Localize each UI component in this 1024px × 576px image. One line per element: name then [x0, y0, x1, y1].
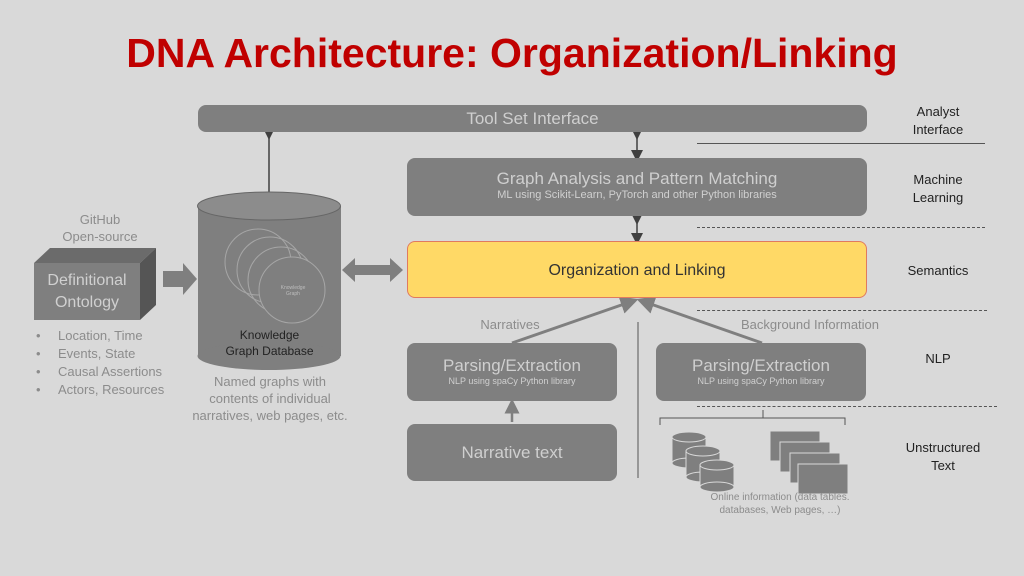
ontology-bullet: Location, Time: [36, 327, 164, 345]
web-page-icons: [769, 430, 849, 495]
layer-separator: [697, 406, 997, 407]
ontology-label: Definitional Ontology: [47, 272, 127, 311]
parsing-right-title: Parsing/Extraction: [692, 356, 830, 375]
parsing-right-arrow: [636, 296, 763, 345]
parsing-left-arrow: [511, 296, 639, 345]
ontology-cube: [34, 248, 156, 320]
layer-separator: [697, 310, 987, 311]
organization-linking-box[interactable]: Organization and Linking: [407, 241, 867, 298]
parsing-right-box[interactable]: Parsing/Extraction NLP using spaCy Pytho…: [656, 343, 866, 401]
graph-analysis-title: Graph Analysis and Pattern Matching: [496, 169, 778, 188]
graph-analysis-sub: ML using Scikit-Learn, PyTorch and other…: [497, 189, 777, 201]
graph-analysis-box[interactable]: Graph Analysis and Pattern Matching ML u…: [407, 158, 867, 216]
narrative-text-label: Narrative text: [461, 443, 563, 462]
layer-separator: [697, 227, 985, 228]
background-label: Background Information: [740, 317, 880, 332]
named-graphs-label: Named graphs with contents of individual…: [192, 374, 348, 423]
narrative-text-box[interactable]: Narrative text: [407, 424, 617, 481]
layer-machine-learning: Machine Learning: [912, 172, 964, 205]
toolset-interface-box[interactable]: Tool Set Interface: [198, 105, 867, 132]
narratives-label: Narratives: [480, 317, 540, 332]
kg-label: Knowledge Graph Database: [225, 328, 314, 358]
layer-nlp: NLP: [925, 351, 951, 366]
ontology-bullet: Causal Assertions: [36, 363, 164, 381]
github-label: GitHub Open-source: [62, 212, 138, 244]
kg-cylinder: [197, 191, 341, 370]
ontology-bullet: Actors, Resources: [36, 381, 164, 399]
database-icons: [671, 431, 735, 493]
layer-unstructured-text: Unstructured Text: [905, 440, 981, 473]
ontology-bullets: Location, Time Events, State Causal Asse…: [36, 327, 164, 399]
page-title: DNA Architecture: Organization/Linking: [126, 30, 898, 76]
organization-linking-label: Organization and Linking: [548, 262, 726, 279]
source-bracket: [659, 417, 846, 425]
parsing-left-box[interactable]: Parsing/Extraction NLP using spaCy Pytho…: [407, 343, 617, 401]
ontology-kg-arrow: [163, 263, 197, 295]
layer-separator: [697, 143, 985, 144]
parsing-left-sub: NLP using spaCy Python library: [448, 376, 576, 386]
parsing-right-sub: NLP using spaCy Python library: [697, 376, 825, 386]
layer-analyst-interface: Analyst Interface: [912, 104, 964, 137]
layer-semantics: Semantics: [907, 263, 969, 278]
kg-semantics-arrow: [342, 258, 403, 282]
ontology-bullet: Events, State: [36, 345, 164, 363]
online-info-label: Online information (data tables. databas…: [710, 492, 850, 516]
toolset-label: Tool Set Interface: [466, 109, 599, 128]
parsing-left-title: Parsing/Extraction: [443, 356, 581, 375]
kg-inner-label: Knowledge Graph: [280, 285, 306, 297]
